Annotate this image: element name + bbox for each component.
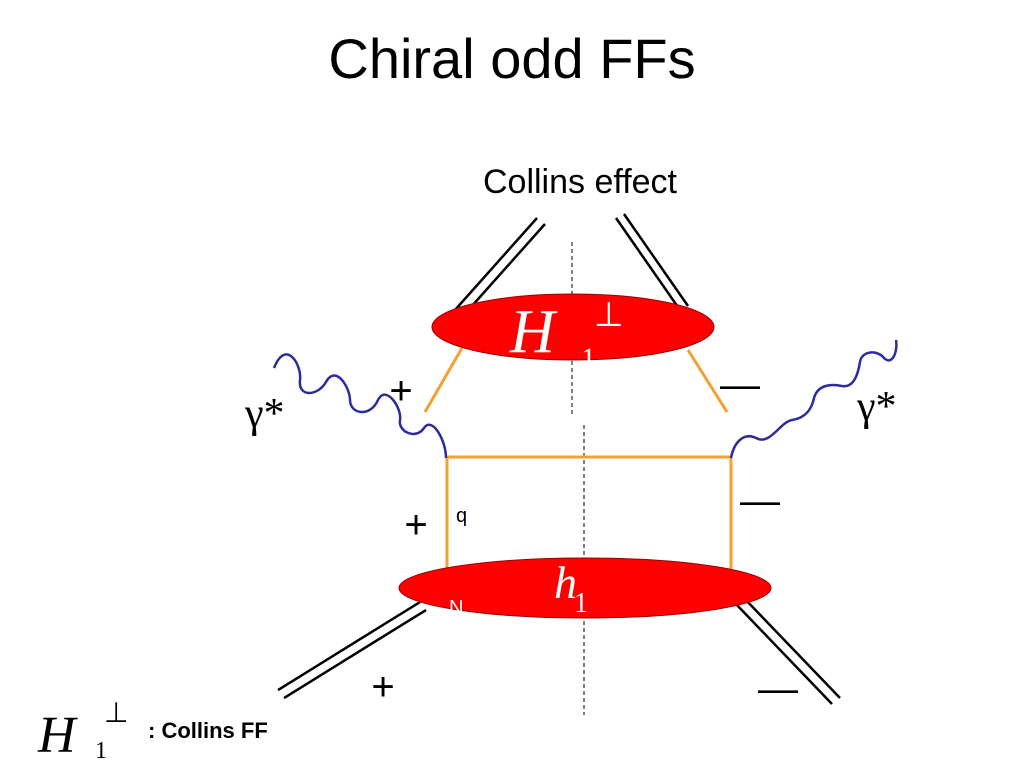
sign-minus-top: — xyxy=(720,363,760,407)
legend-symbol: H xyxy=(37,707,78,764)
sign-plus-bottom: + xyxy=(371,665,394,709)
distribution-blob xyxy=(398,557,772,619)
sign-minus-middle: — xyxy=(740,479,780,523)
photon-line-right xyxy=(729,339,898,459)
top-blob-sub: 1 xyxy=(581,342,596,375)
photon-label-left: γ* xyxy=(244,391,285,437)
photon-line-left xyxy=(272,353,448,459)
fragmentation-blob xyxy=(431,293,715,361)
sign-plus-top: + xyxy=(389,369,412,413)
photon-label-right: γ* xyxy=(856,384,897,430)
hadron-line-top-left xyxy=(454,217,546,317)
hadron-line-top-right xyxy=(614,213,690,311)
top-blob-label: H xyxy=(509,298,558,366)
nucleon-line-bottom-right xyxy=(734,596,841,705)
top-blob-sup: ⊥ xyxy=(594,297,624,334)
quark-lines xyxy=(423,347,733,570)
legend-symbol-sup: ⊥ xyxy=(104,698,128,729)
bottom-blob-label: h xyxy=(554,557,577,608)
quark-label: q xyxy=(456,505,467,527)
sign-minus-bottom: — xyxy=(758,667,798,711)
diagram-subtitle: Collins effect xyxy=(483,163,678,201)
page-title: Chiral odd FFs xyxy=(328,27,695,90)
legend-symbol-sub: 1 xyxy=(95,738,107,764)
nucleon-line-bottom-left xyxy=(277,600,427,700)
nucleon-label: N xyxy=(449,597,463,619)
sign-plus-middle: + xyxy=(404,503,427,547)
bottom-blob-sub: 1 xyxy=(574,588,588,619)
legend-text: : Collins FF xyxy=(148,718,268,743)
